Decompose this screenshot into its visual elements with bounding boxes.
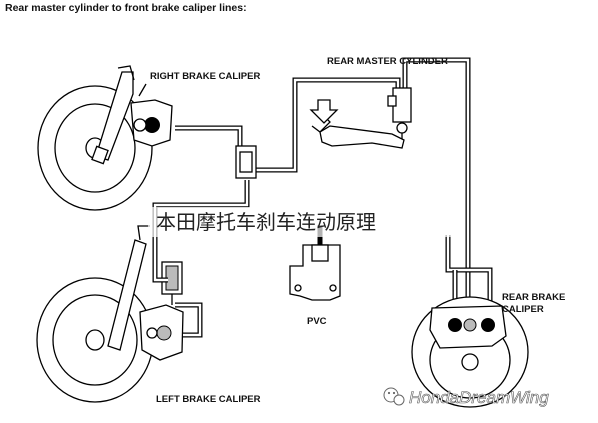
watermark: HondaDreamWing — [383, 387, 550, 407]
pvc-valve — [289, 244, 341, 301]
right-front-wheel — [37, 65, 173, 211]
rear-wheel — [411, 296, 529, 408]
label-rear-master-cylinder: REAR MASTER CYLINDER — [327, 56, 448, 67]
overlay-caption-text: 本田摩托车刹车连动原理 — [156, 210, 376, 234]
rear-master-cylinder — [309, 87, 412, 149]
label-pvc: PVC — [307, 316, 327, 327]
overlay-caption: 本田摩托车刹车连动原理 — [148, 207, 460, 237]
wechat-icon — [383, 387, 405, 406]
label-right-brake-caliper: RIGHT BRAKE CALIPER — [150, 71, 260, 82]
diagram-title: Rear master cylinder to front brake cali… — [5, 2, 247, 14]
watermark-text: HondaDreamWing — [409, 388, 549, 407]
label-rear-brake-caliper-2: CALIPER — [502, 304, 544, 315]
left-front-wheel — [36, 225, 184, 403]
line-splitter — [235, 145, 257, 179]
label-left-brake-caliper: LEFT BRAKE CALIPER — [156, 394, 261, 405]
label-rear-brake-caliper-1: REAR BRAKE — [502, 292, 565, 303]
